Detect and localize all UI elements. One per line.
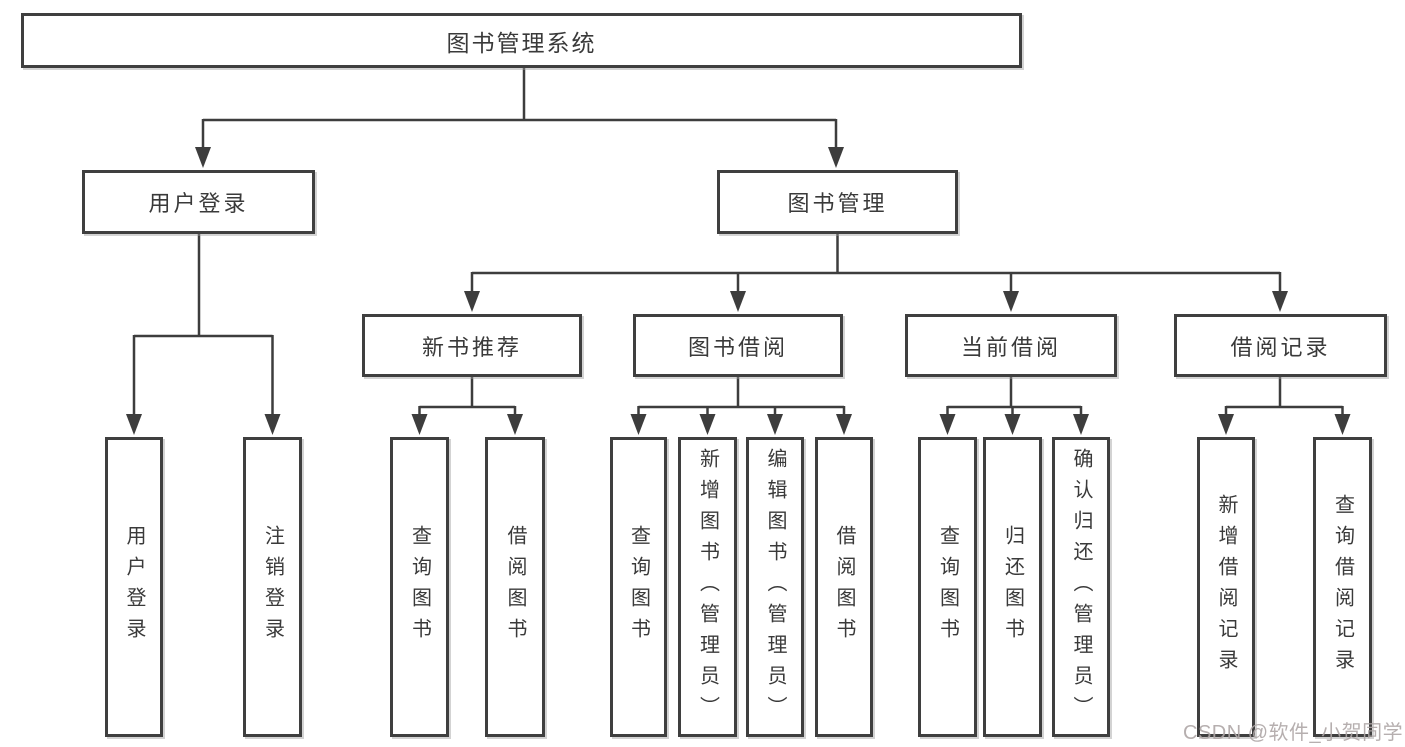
leaf-cb-query-books: 查询图书 [918,437,977,737]
leaf-nb-borrow-books-label: 借阅图书 [504,525,526,649]
leaf-bb-query-books-label: 查询图书 [627,525,650,649]
node-new-book-rec: 新书推荐 [362,314,582,377]
leaf-br-add-record-label: 新增借阅记录 [1215,494,1237,680]
node-user-login-branch-label: 用户登录 [148,191,249,216]
leaf-bb-edit-books-label: 编辑图书（管理员） [764,447,786,727]
watermark: CSDN @软件_小贺同学 [1183,722,1404,744]
node-book-mgmt-branch-label: 图书管理 [787,191,888,216]
node-current-borrow-label: 当前借阅 [960,334,1061,360]
leaf-user-login-label: 用户登录 [123,525,145,649]
node-borrow-records: 借阅记录 [1174,314,1387,377]
leaf-cb-query-books-label: 查询图书 [936,525,959,649]
node-new-book-rec-label: 新书推荐 [421,334,522,360]
leaf-nb-query-books: 查询图书 [390,437,449,737]
leaf-user-login: 用户登录 [105,437,163,737]
leaf-cb-confirm-return: 确认归还（管理员） [1052,437,1110,737]
node-root: 图书管理系统 [21,13,1022,68]
leaf-cb-confirm-return-label: 确认归还（管理员） [1070,447,1092,727]
leaf-nb-query-books-label: 查询图书 [408,525,431,649]
leaf-bb-query-books: 查询图书 [610,437,667,737]
leaf-logout-label: 注销登录 [261,525,284,649]
leaf-br-add-record: 新增借阅记录 [1197,437,1255,737]
node-current-borrow: 当前借阅 [905,314,1117,377]
leaf-logout: 注销登录 [243,437,302,737]
leaf-cb-return-books: 归还图书 [983,437,1042,737]
leaf-br-query-record-label: 查询借阅记录 [1331,494,1354,680]
leaf-bb-edit-books: 编辑图书（管理员） [746,437,804,737]
node-root-label: 图书管理系统 [446,29,597,56]
leaf-bb-add-books: 新增图书（管理员） [678,437,737,737]
node-book-borrow: 图书借阅 [633,314,843,377]
node-borrow-records-label: 借阅记录 [1230,334,1331,360]
leaf-bb-borrow-books-label: 借阅图书 [833,525,855,649]
node-user-login-branch: 用户登录 [82,170,315,234]
leaf-nb-borrow-books: 借阅图书 [485,437,545,737]
leaf-cb-return-books-label: 归还图书 [1001,525,1024,649]
leaf-br-query-record: 查询借阅记录 [1313,437,1372,737]
node-book-borrow-label: 图书借阅 [687,334,788,360]
node-book-mgmt-branch: 图书管理 [717,170,958,234]
leaf-bb-borrow-books: 借阅图书 [815,437,873,737]
leaf-bb-add-books-label: 新增图书（管理员） [696,447,719,727]
